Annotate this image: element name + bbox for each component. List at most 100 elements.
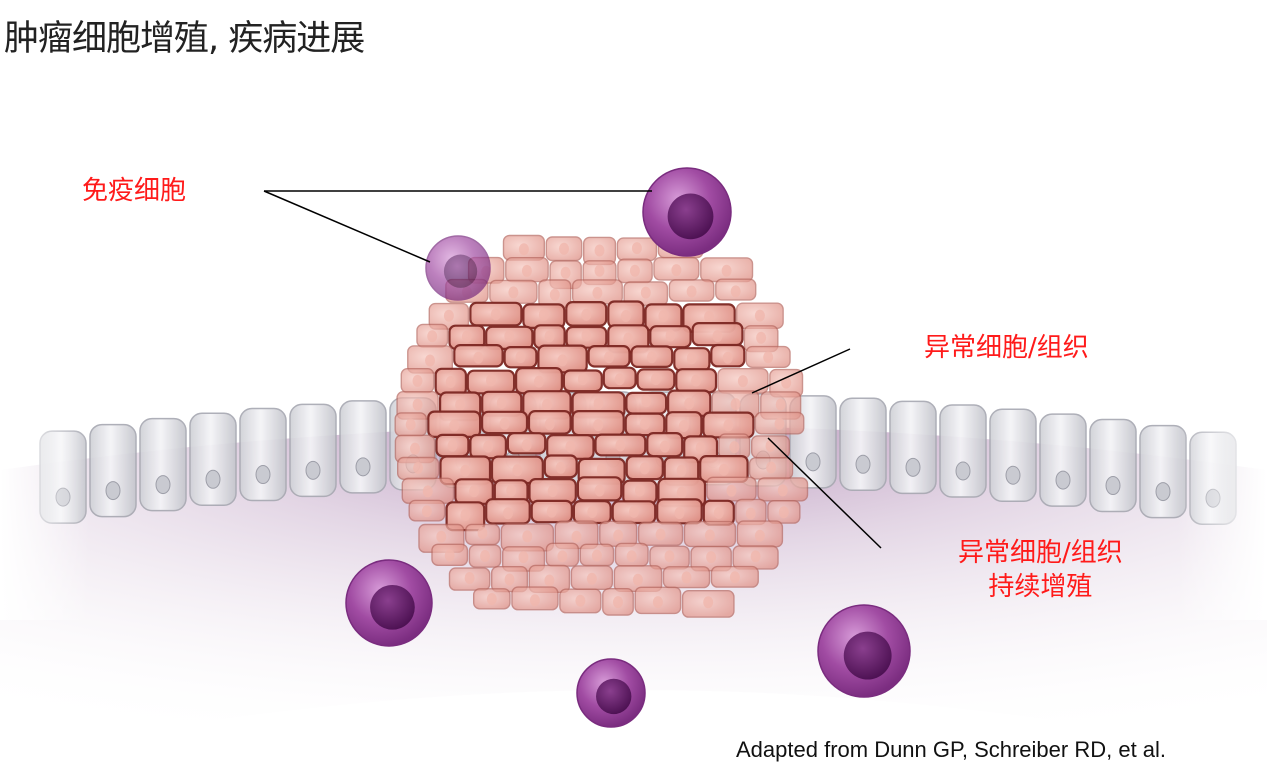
tumor-cell	[572, 500, 612, 525]
tumor-cell	[435, 433, 470, 458]
tumor-cell	[473, 588, 511, 610]
tumor-cell	[706, 476, 757, 502]
epithelial-cell	[189, 412, 237, 507]
tumor-cell	[448, 567, 491, 591]
tumor-cell	[637, 521, 684, 546]
tumor-cell	[408, 499, 446, 522]
tumor-cell	[668, 279, 715, 302]
immune-cell	[425, 235, 491, 301]
epithelial-cell	[839, 397, 887, 492]
epithelial-cell	[1089, 418, 1137, 513]
epithelial-cell	[1139, 424, 1187, 519]
tumor-cell	[700, 257, 754, 283]
tumor-cell	[665, 411, 703, 440]
tumor-cell	[656, 498, 703, 525]
epithelial-cell	[289, 403, 337, 498]
label-abnormal-tissue: 异常细胞/组织	[924, 333, 1089, 363]
tumor-cell	[570, 565, 614, 591]
tumor-cell	[690, 545, 732, 572]
epithelial-cell	[989, 408, 1037, 502]
tumor-cell	[644, 303, 683, 332]
tumor-cell	[602, 588, 634, 616]
label-immune-cells: 免疫细胞	[82, 176, 187, 206]
label-proliferation-line1: 异常细胞/组织	[958, 538, 1123, 568]
tumor-cell	[767, 500, 801, 524]
epithelial-cell	[939, 404, 987, 498]
tumor-cell	[599, 520, 638, 547]
tumor-cell	[511, 586, 559, 611]
tumor-cell	[468, 544, 502, 568]
tumor-cell	[636, 368, 676, 391]
tumor-cell	[625, 391, 668, 415]
tumor-cell	[514, 367, 563, 395]
tumor-cell	[427, 410, 482, 439]
tumor-cell	[538, 279, 572, 309]
tumor-cell	[711, 390, 760, 418]
tumor-cell	[675, 368, 718, 394]
tumor-cell	[646, 432, 684, 458]
tumor-cell	[546, 434, 595, 460]
tumor-cell	[623, 281, 669, 306]
tumor-cell	[649, 325, 692, 349]
tumor-cell	[401, 477, 455, 504]
tumor-cell	[533, 324, 566, 350]
immune-cell	[642, 167, 732, 257]
tumor-cell	[666, 389, 712, 417]
pointer-immune-lower	[263, 190, 431, 263]
tumor-cell	[602, 366, 637, 390]
epithelial-cell	[1039, 413, 1087, 507]
tumor-cell	[434, 367, 468, 396]
immune-cell	[576, 658, 646, 728]
tumor-cell	[428, 302, 470, 330]
tumor-cell	[736, 302, 784, 330]
tumor-cell	[502, 234, 545, 261]
tumor-cell	[394, 412, 428, 437]
tumor-cell	[607, 300, 645, 329]
tumor-cell	[559, 588, 602, 614]
tumor-cell	[718, 433, 751, 460]
tumor-cell	[624, 412, 666, 437]
tumor-cell	[397, 456, 440, 480]
tumor-cell	[611, 500, 657, 525]
epithelial-cell	[139, 417, 187, 512]
pointer-proliferation	[767, 437, 882, 549]
tumor-cell	[454, 478, 494, 505]
tumor-cell	[530, 499, 574, 524]
epithelial-cell	[239, 407, 287, 502]
tumor-cell	[469, 301, 523, 327]
tumor-cell	[465, 523, 501, 546]
tumor-cell	[528, 564, 571, 594]
tumor-cell	[528, 478, 577, 505]
tumor-cell	[545, 236, 583, 262]
tumor-cell	[710, 565, 759, 588]
tumor-cell	[634, 586, 682, 615]
pointer-lines	[263, 190, 882, 549]
tumor-cell	[562, 369, 603, 393]
tumor-cell	[469, 433, 507, 460]
epithelial-cell	[889, 400, 937, 495]
tumor-cell	[571, 410, 625, 437]
tumor-cell	[431, 543, 469, 566]
tumor-cell	[572, 279, 623, 305]
tumor-cell	[522, 303, 566, 329]
epithelial-cell	[89, 423, 137, 518]
tumor-cell	[616, 237, 658, 262]
tumor-cell	[732, 545, 779, 570]
label-proliferation-line2: 持续增殖	[988, 572, 1093, 602]
tumor-cell	[754, 411, 805, 435]
tumor-cell	[662, 566, 711, 589]
immune-cell	[345, 559, 433, 647]
tumor-cell	[400, 368, 435, 394]
tumor-cell	[485, 498, 531, 525]
tumor-cell	[576, 476, 623, 502]
tumor-cell	[622, 479, 658, 505]
tumor-cell	[673, 347, 711, 372]
tumor-cell	[554, 520, 599, 550]
tumor-cell	[736, 520, 784, 548]
tumor-cell	[769, 368, 804, 398]
tumor-cell	[617, 258, 653, 284]
tumor-cell	[490, 455, 544, 485]
tumor-cell	[565, 301, 608, 327]
tumor-cell	[506, 432, 547, 455]
tumor-cell	[691, 322, 744, 347]
